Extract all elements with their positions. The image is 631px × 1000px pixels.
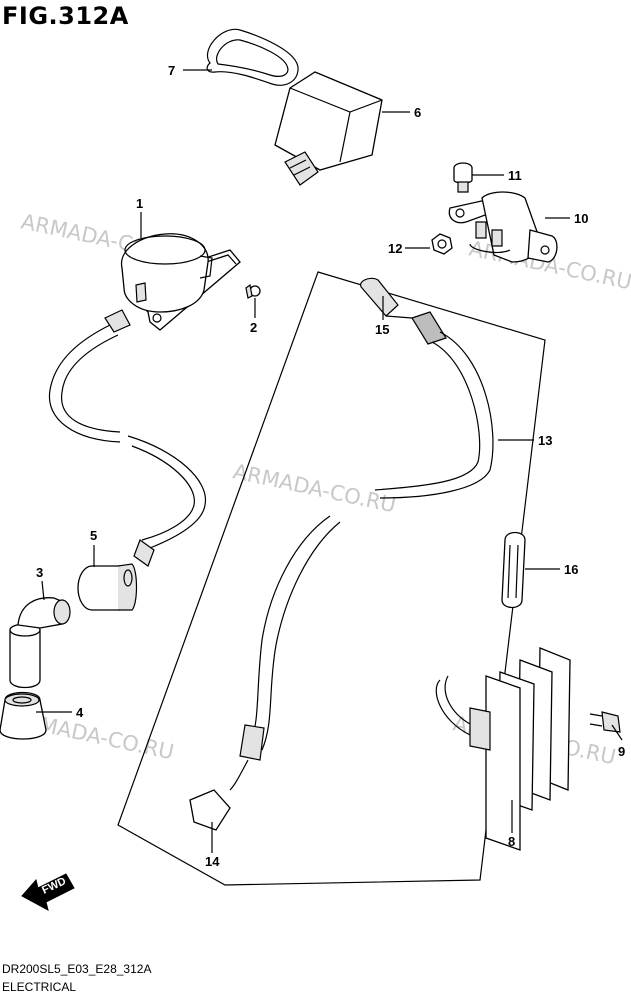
bolt-part-11 <box>453 162 473 193</box>
starter-relay-part-10 <box>448 191 558 263</box>
callouts: 7 6 11 10 12 1 2 15 13 5 3 16 4 9 8 14 <box>36 63 625 869</box>
callout-2: 2 <box>250 320 257 335</box>
callout-10: 10 <box>574 211 588 226</box>
callout-15: 15 <box>375 322 389 337</box>
callout-14: 14 <box>205 854 220 869</box>
nut-part-12 <box>431 233 453 255</box>
bolt-part-9 <box>589 711 621 733</box>
callout-11: 11 <box>508 168 522 183</box>
forward-arrow: FWD <box>21 873 75 911</box>
clamp-part-16 <box>501 531 526 609</box>
regulator-part-8 <box>435 647 571 851</box>
seal-part-4 <box>0 691 47 740</box>
band-part-7 <box>206 28 299 86</box>
callout-7: 7 <box>168 63 175 78</box>
callout-1: 1 <box>136 196 143 211</box>
callout-12: 12 <box>388 241 402 256</box>
callout-3: 3 <box>36 565 43 580</box>
cdi-unit-part-6 <box>274 71 383 186</box>
cap-part-5 <box>77 563 138 611</box>
callout-8: 8 <box>508 834 515 849</box>
bolt-part-2 <box>245 283 261 299</box>
callout-5: 5 <box>90 528 97 543</box>
figure-title: FIG.312A <box>2 2 129 30</box>
harness-group-outline <box>117 271 546 886</box>
callout-6: 6 <box>414 105 421 120</box>
diagram-code: DR200SL5_E03_E28_312A <box>2 962 152 976</box>
plug-cap-part-3 <box>9 597 71 689</box>
callout-16: 16 <box>564 562 578 577</box>
leader-lines <box>36 69 623 853</box>
diagram-name: ELECTRICAL <box>2 980 77 994</box>
coil-high-tension-cord <box>48 324 206 567</box>
callout-4: 4 <box>76 705 84 720</box>
callout-9: 9 <box>618 744 625 759</box>
ignition-coil-part-1 <box>104 233 241 333</box>
watermark-3: ARMADA-CO.RU <box>231 459 398 517</box>
callout-13: 13 <box>538 433 552 448</box>
harness-part-13 <box>189 277 494 831</box>
